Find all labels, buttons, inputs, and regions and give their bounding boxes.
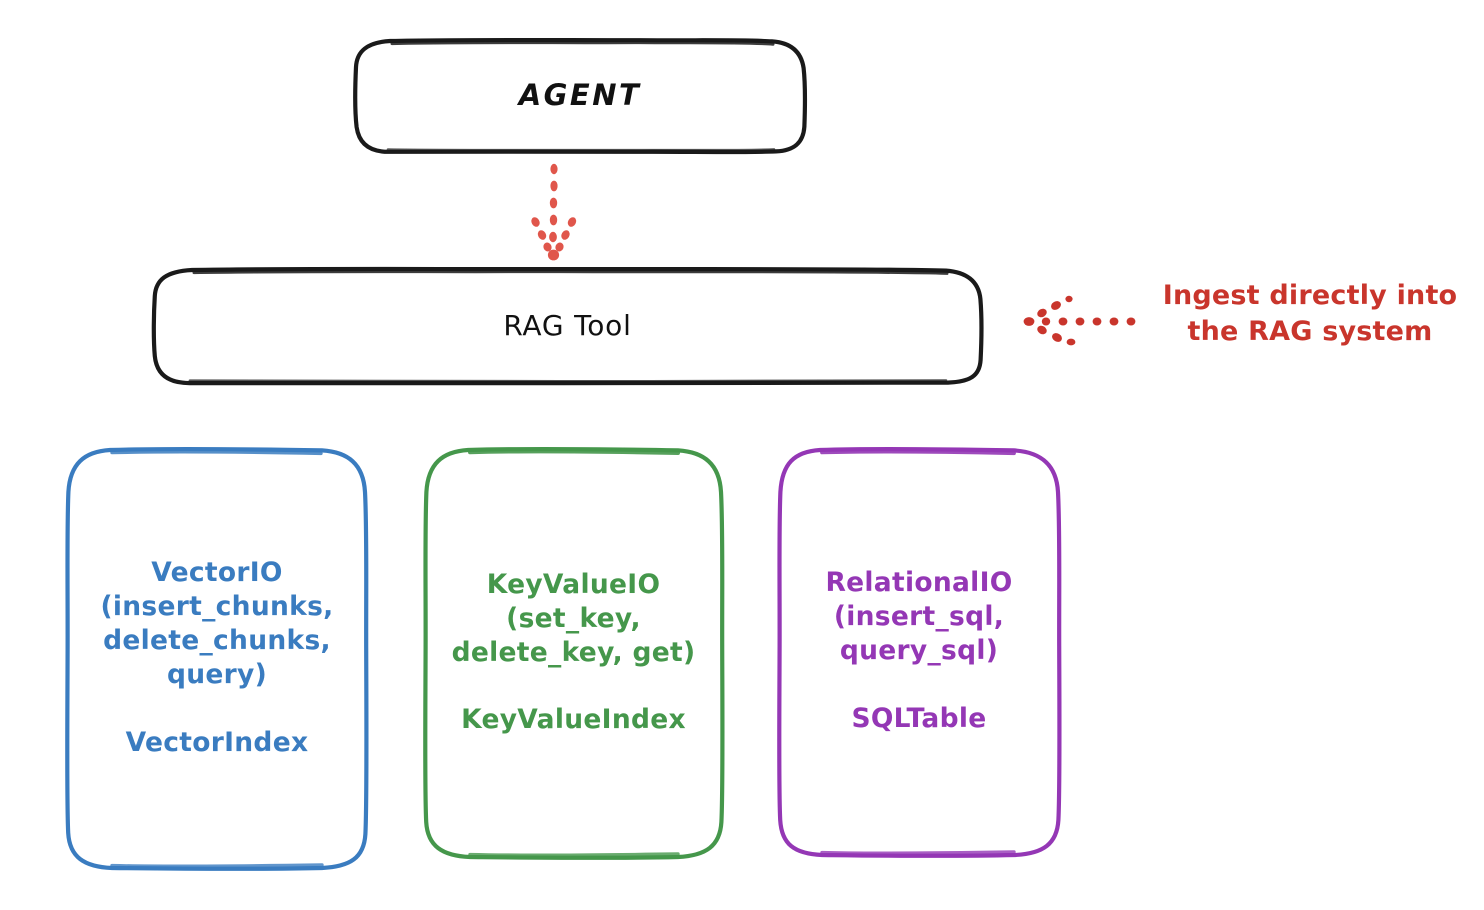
relational-store-node-label: RelationalIO (insert_sql, query_sql) SQL… <box>780 448 1058 854</box>
vector-store-primary-label: VectorIO (insert_chunks, delete_chunks, … <box>100 557 334 690</box>
ingest-annotation-text: Ingest directly into the RAG system <box>1162 280 1458 347</box>
vector-store-node-label: VectorIO (insert_chunks, delete_chunks, … <box>68 448 366 868</box>
keyvalue-store-secondary-label: KeyValueIndex <box>461 704 686 736</box>
dotted-left-arrow <box>1023 295 1136 346</box>
vector-store-secondary-label: VectorIndex <box>125 726 309 758</box>
relational-store-primary-label: RelationalIO (insert_sql, query_sql) <box>825 567 1013 666</box>
rag-tool-node-label: RAG Tool <box>503 308 632 342</box>
agent-node-label: AGENT <box>518 78 642 113</box>
dotted-down-arrow <box>531 163 577 261</box>
keyvalue-store-node-label: KeyValueIO (set_key, delete_key, get) Ke… <box>425 448 722 857</box>
relational-store-secondary-label: SQLTable <box>851 702 987 734</box>
keyvalue-store-primary-label: KeyValueIO (set_key, delete_key, get) <box>451 568 696 668</box>
